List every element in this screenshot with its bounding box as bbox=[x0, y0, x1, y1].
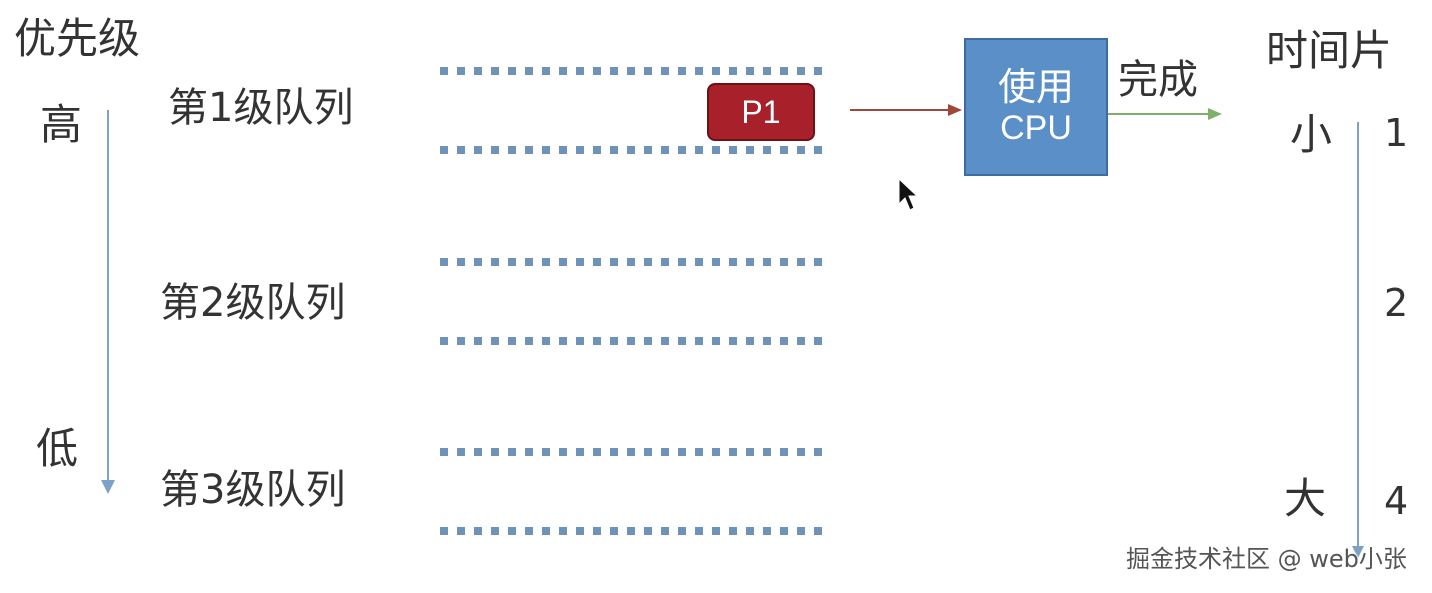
process-p1: P1 bbox=[707, 83, 815, 141]
queue-3-top-border bbox=[440, 448, 830, 456]
mouse-cursor-icon bbox=[898, 178, 919, 211]
priority-low-label: 低 bbox=[36, 424, 79, 473]
cpu-line-2: CPU bbox=[1000, 109, 1072, 148]
queue-3-bottom-border bbox=[440, 527, 830, 535]
time-slice-value-3: 4 bbox=[1384, 479, 1409, 523]
queue-1-label: 第1级队列 bbox=[168, 85, 354, 131]
priority-high-label: 高 bbox=[40, 100, 83, 149]
arrow-to-cpu bbox=[850, 104, 962, 116]
time-slice-large-label: 大 bbox=[1284, 474, 1327, 523]
queue-1-bottom-border bbox=[440, 146, 830, 154]
queue-1-top-border bbox=[440, 67, 830, 75]
queue-2-top-border bbox=[440, 258, 830, 266]
queue-2-bottom-border bbox=[440, 337, 830, 345]
time-slice-small-label: 小 bbox=[1290, 110, 1333, 159]
time-slice-value-1: 1 bbox=[1384, 111, 1409, 155]
cpu-line-1: 使用 bbox=[997, 64, 1074, 109]
time-slice-arrow bbox=[1352, 122, 1364, 558]
arrow-done bbox=[1108, 108, 1222, 120]
queue-2-label: 第2级队列 bbox=[160, 280, 346, 326]
done-label: 完成 bbox=[1118, 57, 1198, 103]
cpu-box: 使用 CPU bbox=[964, 38, 1108, 176]
watermark: 掘金技术社区 @ web小张 bbox=[1126, 545, 1407, 573]
priority-title: 优先级 bbox=[14, 14, 141, 63]
time-slice-value-2: 2 bbox=[1384, 281, 1409, 325]
priority-arrow bbox=[101, 110, 115, 494]
queue-3-label: 第3级队列 bbox=[160, 467, 346, 513]
time-slice-title: 时间片 bbox=[1266, 26, 1393, 75]
process-p1-label: P1 bbox=[741, 93, 781, 130]
